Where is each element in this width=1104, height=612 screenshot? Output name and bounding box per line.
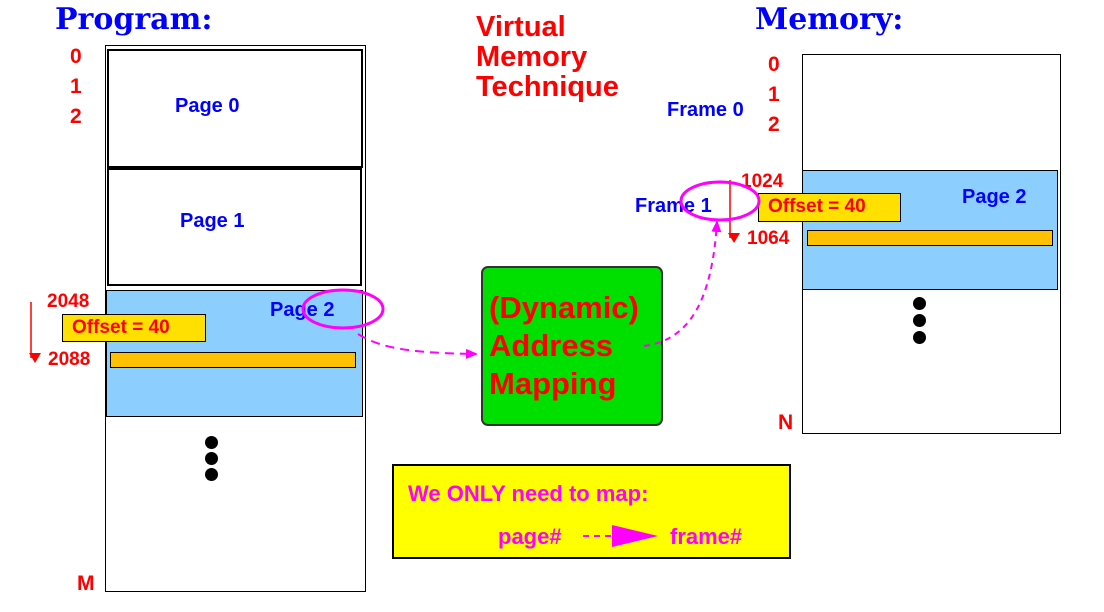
- program-addr-1: 1: [70, 75, 82, 98]
- memory-offset-bar: [807, 230, 1053, 246]
- memory-ellipsis-dot-2: [913, 314, 926, 327]
- memory-frame-1-label: Frame 1: [635, 195, 712, 217]
- mapping-to-frame-arrow: [643, 220, 722, 347]
- program-offset-label: Offset = 40: [62, 314, 206, 342]
- memory-ellipsis-dot-1: [913, 297, 926, 310]
- memory-page-2-label: Page 2: [962, 186, 1027, 208]
- title-line-2: Memory: [476, 41, 588, 73]
- mapping-line-1: (Dynamic): [489, 290, 639, 325]
- note-to: frame#: [670, 524, 743, 549]
- memory-ellipsis-dot-3: [913, 331, 926, 344]
- memory-end-label: N: [778, 411, 794, 434]
- title-line-1: Virtual: [476, 11, 566, 43]
- memory-addr-0: 0: [768, 53, 780, 76]
- program-page-1: [107, 168, 362, 286]
- program-page-number-highlight: [301, 288, 385, 330]
- program-addr-2: 2: [70, 105, 82, 128]
- memory-addr-1: 1: [768, 83, 780, 106]
- program-offset-bar: [110, 352, 356, 368]
- note-box: [392, 464, 791, 559]
- page-to-mapping-arrow: [357, 333, 478, 359]
- note-from: page#: [498, 524, 562, 549]
- memory-frame-0-label: Frame 0: [667, 99, 744, 121]
- program-start-address: 2048: [47, 291, 90, 312]
- program-page-0-label: Page 0: [175, 95, 240, 117]
- memory-start-address: 1024: [741, 171, 784, 192]
- mapping-label: (Dynamic) Address Mapping: [489, 289, 639, 403]
- program-ellipsis-dot-1: [205, 436, 218, 449]
- memory-heading: Memory:: [755, 2, 904, 37]
- note-line-1: We ONLY need to map:: [408, 481, 649, 506]
- program-page-1-label: Page 1: [180, 210, 245, 232]
- memory-addr-2: 2: [768, 113, 780, 136]
- program-heading: Program:: [55, 2, 213, 37]
- program-end-label: M: [77, 572, 95, 595]
- memory-end-address: 1064: [747, 228, 790, 249]
- title: Virtual Memory Technique: [476, 12, 619, 102]
- mapping-line-3: Mapping: [489, 366, 617, 401]
- title-line-3: Technique: [476, 71, 619, 103]
- memory-offset-label: Offset = 40: [758, 193, 901, 222]
- mapping-line-2: Address: [489, 328, 614, 363]
- program-end-address: 2088: [48, 349, 91, 370]
- program-ellipsis-dot-2: [205, 452, 218, 465]
- program-ellipsis-dot-3: [205, 468, 218, 481]
- program-page-0: [107, 49, 363, 168]
- note-mapping-arrow-head: [612, 525, 658, 547]
- memory-frame-number-highlight: [679, 180, 761, 222]
- program-addr-0: 0: [70, 45, 82, 68]
- mapping-box: [481, 266, 663, 426]
